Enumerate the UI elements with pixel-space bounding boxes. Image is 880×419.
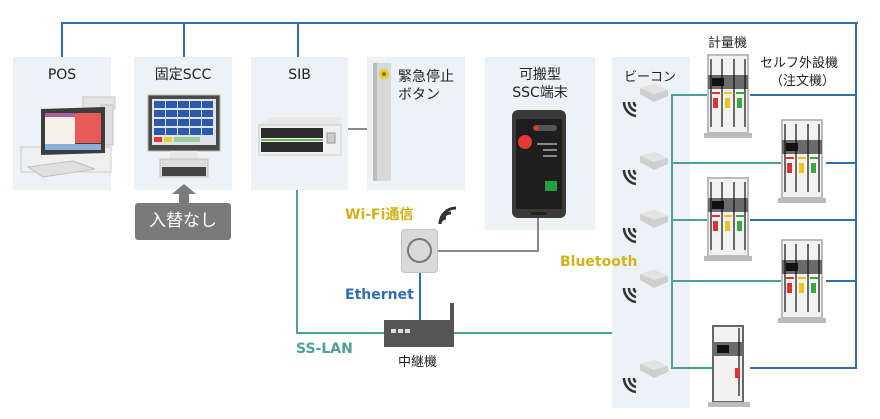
pos-label: POS <box>47 67 77 83</box>
pump-blue-branch-1 <box>750 94 856 96</box>
handheld-terminal-icon <box>512 110 566 218</box>
sib-drop-line <box>297 22 299 57</box>
ss-lan-main-line <box>296 332 673 334</box>
beacon-branch-5 <box>671 367 716 369</box>
dispenser-label: 計量機 <box>708 36 748 51</box>
fuel-pump-3 <box>704 177 752 261</box>
relay-router-icon <box>384 303 454 347</box>
relay-label: 中継機 <box>398 355 438 370</box>
fixed-scc-panel: 固定SCC <box>134 57 232 190</box>
wifi-signal-icon <box>438 206 457 225</box>
portable-ssc-label-2: SSC端末 <box>512 85 568 101</box>
top-bus-line <box>62 22 858 24</box>
phone-cable-horizontal <box>438 250 539 252</box>
wifi-label: Wi-Fi通信 <box>345 207 414 223</box>
fuel-pump-1 <box>704 54 752 138</box>
beacon-device-2 <box>622 152 668 186</box>
beacon-device-4 <box>622 270 668 304</box>
fuel-pump-2 <box>778 119 826 203</box>
pump-blue-branch-2 <box>826 162 856 164</box>
phone-cable-vertical <box>537 218 539 251</box>
portable-ssc-label-1: 可搬型 <box>519 67 561 83</box>
no-replacement-badge: 入替なし <box>135 203 231 240</box>
ss-lan-sib-drop <box>296 190 298 334</box>
beacon-branch-1 <box>671 94 716 96</box>
beacon-device-3 <box>622 210 668 244</box>
right-bus-line <box>855 22 857 369</box>
sib-emergency-link <box>348 128 367 130</box>
pos-panel: POS <box>13 57 116 190</box>
ethernet-label: Ethernet <box>345 287 414 303</box>
pos-terminal-icon <box>20 96 116 178</box>
emergency-stop-button-icon <box>373 63 391 181</box>
fixed-scc-monitor-icon <box>147 94 221 178</box>
sib-label: SIB <box>288 67 311 83</box>
self-terminal-label-2: （注文機） <box>770 74 836 89</box>
beacon-device-5 <box>622 360 668 394</box>
bluetooth-label: Bluetooth <box>560 254 638 270</box>
fuel-pump-5 <box>708 325 750 407</box>
pump-blue-branch-5 <box>750 367 856 369</box>
up-arrow-icon <box>172 184 196 204</box>
beacon-branch-3 <box>671 219 716 221</box>
wifi-access-point <box>401 229 438 273</box>
emergency-stop-label-1: 緊急停止 <box>398 69 454 85</box>
beacon-branch-2 <box>671 162 786 164</box>
beacon-branch-4 <box>671 280 786 282</box>
fuel-pump-4 <box>778 239 826 323</box>
ss-lan-label: SS-LAN <box>296 341 353 357</box>
self-terminal-label-1: セルフ外設機 <box>760 56 839 71</box>
pump-blue-branch-4 <box>826 280 856 282</box>
beacon-bus-line <box>671 95 673 369</box>
scc-drop-line <box>183 22 185 57</box>
pump-blue-branch-3 <box>750 219 856 221</box>
access-point-ring-icon <box>407 238 432 263</box>
ethernet-line <box>419 273 421 320</box>
emergency-stop-label-2: ボタン <box>398 87 440 103</box>
beacon-device-1 <box>622 84 668 118</box>
emergency-stop-panel: 緊急停止 ボタン <box>367 57 465 190</box>
fixed-scc-label: 固定SCC <box>154 67 212 83</box>
sib-panel: SIB <box>251 57 348 190</box>
portable-ssc-panel: 可搬型 SSC端末 <box>485 57 595 230</box>
beacon-label: ビーコン <box>624 70 677 85</box>
pos-drop-line <box>61 22 63 57</box>
no-replacement-text: 入替なし <box>149 211 217 231</box>
sib-unit-icon <box>258 117 342 156</box>
